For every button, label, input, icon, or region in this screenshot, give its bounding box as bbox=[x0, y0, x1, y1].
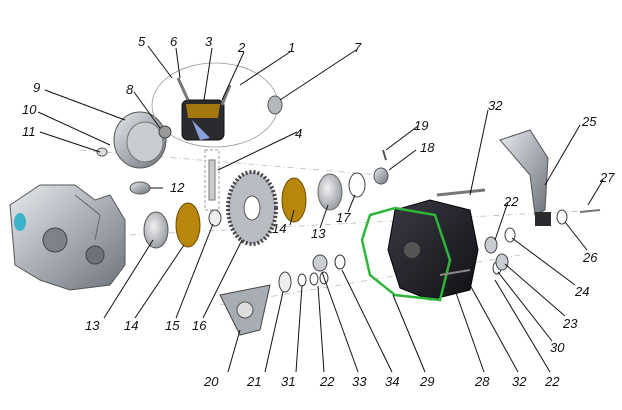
bolt-27 bbox=[579, 209, 601, 213]
label-16: 16 bbox=[192, 318, 207, 333]
label-9: 9 bbox=[33, 80, 40, 95]
label-14a: 14 bbox=[124, 318, 138, 333]
label-28: 28 bbox=[474, 374, 490, 389]
label-33: 33 bbox=[352, 374, 367, 389]
shaft-part bbox=[204, 149, 220, 211]
large-gear bbox=[226, 170, 278, 246]
clutch-cover bbox=[96, 111, 167, 169]
label-14b: 14 bbox=[272, 221, 286, 236]
label-34: 34 bbox=[385, 374, 399, 389]
nut-18 bbox=[373, 167, 389, 185]
label-19: 19 bbox=[414, 118, 428, 133]
label-10: 10 bbox=[22, 102, 37, 117]
label-22a: 22 bbox=[319, 374, 335, 389]
label-6: 6 bbox=[170, 34, 178, 49]
ring-34 bbox=[334, 254, 346, 270]
label-13b: 13 bbox=[311, 226, 326, 241]
label-17: 17 bbox=[336, 210, 351, 225]
label-22b: 22 bbox=[503, 194, 519, 209]
label-11: 11 bbox=[22, 124, 36, 139]
washer-17 bbox=[348, 172, 366, 198]
label-5: 5 bbox=[138, 34, 146, 49]
label-30: 30 bbox=[550, 340, 565, 355]
label-8: 8 bbox=[126, 82, 134, 97]
label-24: 24 bbox=[574, 284, 589, 299]
label-31: 31 bbox=[281, 374, 295, 389]
pin-19 bbox=[382, 149, 387, 161]
label-18: 18 bbox=[420, 140, 435, 155]
label-29: 29 bbox=[419, 374, 434, 389]
bearing-23 bbox=[495, 253, 509, 271]
label-3: 3 bbox=[205, 34, 213, 49]
part-labels: 1 2 3 4 5 6 7 8 9 10 11 12 13 13 14 14 1… bbox=[22, 34, 615, 389]
label-21: 21 bbox=[246, 374, 261, 389]
label-26: 26 bbox=[582, 250, 598, 265]
label-20: 20 bbox=[203, 374, 219, 389]
ring-22a bbox=[309, 272, 319, 286]
washer-26 bbox=[556, 209, 568, 225]
seal-24 bbox=[504, 227, 516, 243]
pressure-plate bbox=[143, 211, 169, 249]
label-13a: 13 bbox=[85, 318, 100, 333]
ring-31 bbox=[297, 273, 307, 287]
bearing-33 bbox=[312, 254, 328, 272]
label-27: 27 bbox=[599, 170, 615, 185]
label-23: 23 bbox=[562, 316, 578, 331]
label-32a: 32 bbox=[488, 98, 503, 113]
engine-case bbox=[9, 184, 126, 291]
washer-15 bbox=[208, 209, 222, 227]
label-7: 7 bbox=[354, 40, 362, 55]
cylinder-assembly bbox=[151, 62, 283, 148]
spring-21 bbox=[278, 271, 292, 293]
label-15: 15 bbox=[165, 318, 180, 333]
kick-lever bbox=[499, 129, 551, 226]
label-2: 2 bbox=[237, 40, 246, 55]
seal-22 bbox=[484, 236, 498, 254]
bushing-part bbox=[129, 181, 151, 195]
thrust-disc bbox=[317, 173, 343, 211]
label-12: 12 bbox=[170, 180, 185, 195]
label-4: 4 bbox=[295, 126, 302, 141]
leader-lines bbox=[37, 45, 604, 373]
friction-plate-a bbox=[175, 202, 201, 248]
side-cover bbox=[360, 199, 479, 302]
label-25: 25 bbox=[581, 114, 597, 129]
axis-lines bbox=[79, 149, 601, 306]
label-22c: 22 bbox=[544, 374, 560, 389]
bolt-32 bbox=[436, 188, 486, 197]
kick-gear bbox=[219, 284, 271, 336]
label-1: 1 bbox=[288, 40, 295, 55]
label-32b: 32 bbox=[512, 374, 527, 389]
friction-plate-b bbox=[281, 177, 307, 223]
